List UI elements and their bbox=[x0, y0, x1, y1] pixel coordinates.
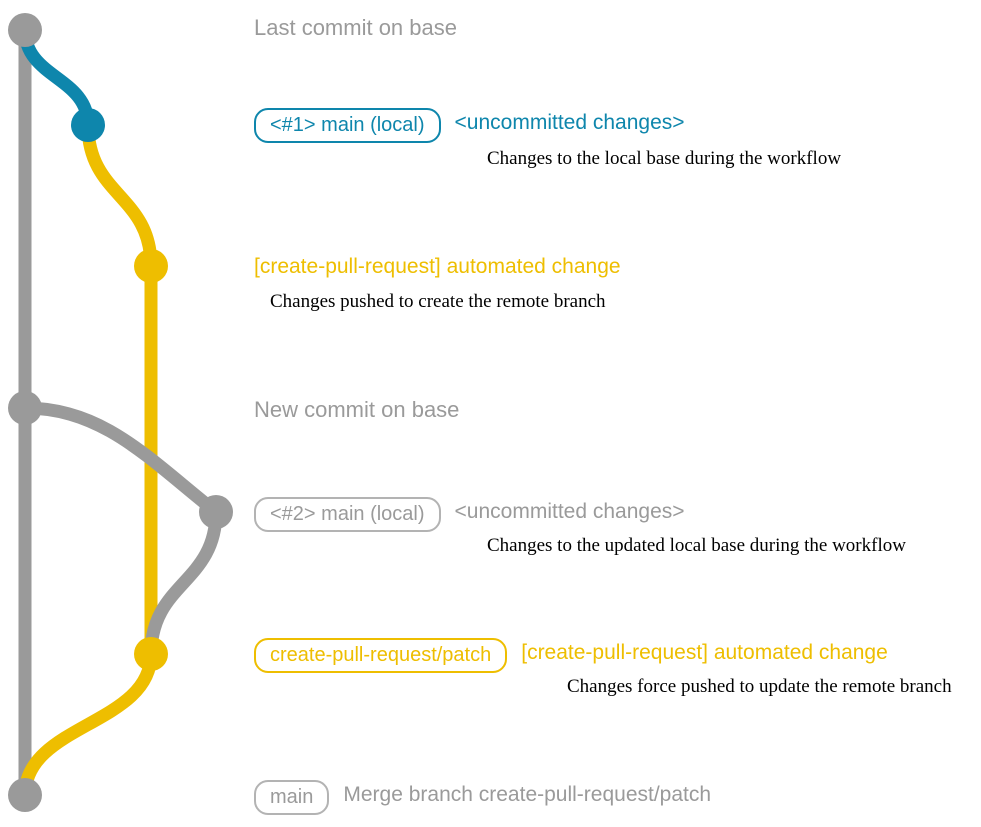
entry-text-block-5: [create-pull-request] automated change bbox=[521, 638, 888, 668]
commit-note-1: Changes to the local base during the wor… bbox=[487, 148, 842, 169]
ref-badge-main-local-1[interactable]: <#1> main (local) bbox=[254, 108, 441, 143]
edge-remote2-to-merge bbox=[18, 647, 158, 802]
commit-node-base-merge[interactable] bbox=[8, 778, 42, 812]
commit-node-remote-2[interactable] bbox=[134, 637, 168, 671]
commit-node-remote-1[interactable] bbox=[134, 249, 168, 283]
edge-local1-to-remote1 bbox=[81, 118, 158, 273]
commit-subject-4: <uncommitted changes> bbox=[454, 500, 685, 523]
entry-text-block-4: <uncommitted changes> bbox=[455, 497, 685, 527]
commit-subject-6: Merge branch create-pull-request/patch bbox=[343, 783, 712, 806]
commit-node-base-last[interactable] bbox=[8, 13, 42, 47]
commit-subject-5: [create-pull-request] automated change bbox=[521, 641, 888, 664]
commit-node-base-new[interactable] bbox=[8, 391, 42, 425]
entry-local-uncommitted-2: <#2> main (local) <uncommitted changes> bbox=[254, 497, 685, 532]
edge-basenew-to-local2 bbox=[18, 401, 223, 519]
commit-note-5: Changes force pushed to update the remot… bbox=[567, 676, 952, 697]
entry-merge-commit: main Merge branch create-pull-request/pa… bbox=[254, 780, 711, 815]
commit-note-2: Changes pushed to create the remote bran… bbox=[270, 291, 606, 312]
commit-node-local-1[interactable] bbox=[71, 108, 105, 142]
edge-local2-to-remote2 bbox=[144, 505, 223, 661]
commit-note-4: Changes to the updated local base during… bbox=[487, 535, 906, 556]
edge-base-to-local1 bbox=[18, 23, 95, 132]
entry-last-commit-on-base: Last commit on base bbox=[254, 15, 457, 40]
entry-local-uncommitted-1: <#1> main (local) <uncommitted changes> bbox=[254, 108, 685, 143]
entry-new-commit-on-base: New commit on base bbox=[254, 397, 460, 422]
ref-badge-main[interactable]: main bbox=[254, 780, 330, 815]
ref-badge-create-pull-request-patch[interactable]: create-pull-request/patch bbox=[254, 638, 508, 673]
commit-subject-2: [create-pull-request] automated change bbox=[254, 255, 621, 278]
ref-badge-main-local-2[interactable]: <#2> main (local) bbox=[254, 497, 441, 532]
entry-text-block-1: <uncommitted changes> bbox=[455, 108, 685, 138]
entry-remote-automated-change-2: create-pull-request/patch [create-pull-r… bbox=[254, 638, 888, 673]
commit-subject-1: <uncommitted changes> bbox=[454, 111, 685, 134]
commit-node-local-2[interactable] bbox=[199, 495, 233, 529]
